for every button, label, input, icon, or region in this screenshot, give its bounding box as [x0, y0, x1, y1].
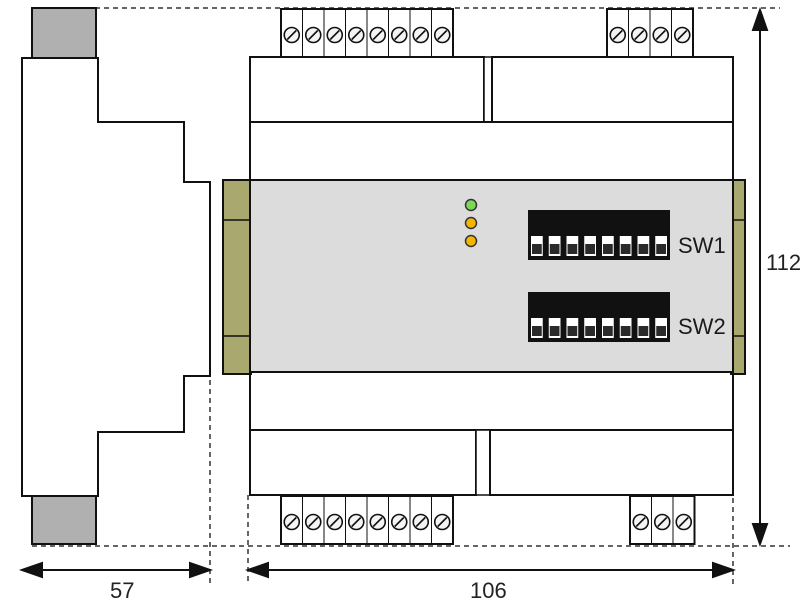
screw-slot [372, 516, 383, 528]
side-housing-profile [21, 57, 211, 497]
screw-slot [351, 516, 362, 528]
screw-slot [308, 516, 319, 528]
dip-switch-1-knob-7 [638, 244, 649, 254]
dip-switch-banks [528, 210, 670, 342]
screw-slot [677, 29, 688, 41]
bottom-left-terminal-block [280, 495, 454, 545]
dip-switch-2-knob-8 [656, 326, 666, 336]
dip-switch-1-knob-3 [567, 244, 578, 254]
screw-slot [329, 516, 340, 528]
bottom-din-clip [31, 495, 97, 545]
top-housing-split [483, 56, 493, 123]
bottom-left-terminal-housing [249, 429, 477, 496]
screw-slot [415, 29, 426, 41]
dip-switch-1-knob-6 [620, 244, 631, 254]
bottom-right-terminal-housing [489, 429, 734, 496]
depth-arrow-right [189, 561, 214, 579]
side-view [21, 7, 211, 545]
screw-slot [612, 29, 623, 41]
screw-slot [655, 29, 666, 41]
screw-slot [394, 516, 405, 528]
left-rail-tab [222, 179, 252, 375]
height-arrow-top [751, 6, 769, 31]
dip-switch-2-knob-4 [585, 326, 595, 336]
width-dimension-label: 106 [470, 578, 507, 600]
screw-slot [351, 29, 362, 41]
status-leds [464, 198, 478, 248]
depth-dimension-label: 57 [110, 578, 134, 600]
status-led-1 [464, 198, 478, 212]
dip-switch-1-knob-1 [532, 244, 542, 254]
top-left-terminal-housing [249, 56, 485, 123]
dip-switch-2-knob-7 [638, 326, 649, 336]
depth-arrow-left [18, 561, 43, 579]
screw-slot [415, 516, 426, 528]
screw-slot [657, 516, 668, 528]
screw-slot [437, 516, 448, 528]
top-right-terminal-housing [491, 56, 734, 123]
terminal-blocks [280, 8, 696, 545]
width-arrow-left [244, 561, 269, 579]
dip-switch-1-knob-2 [549, 244, 560, 254]
screw-slot [437, 29, 448, 41]
dip-switch-2-knob-3 [567, 326, 578, 336]
screw-slot [372, 29, 383, 41]
screw-slot [329, 29, 340, 41]
top-left-terminal-block [280, 8, 454, 58]
bottom-housing-split [475, 429, 491, 496]
dip-switch-1-knob-8 [656, 244, 666, 254]
screw-slot [394, 29, 405, 41]
dip-switch-2-knob-2 [549, 326, 560, 336]
lower-step [249, 371, 734, 431]
upper-step [249, 121, 734, 181]
dip-switch-2-knob-6 [620, 326, 631, 336]
sw2-label: SW2 [678, 314, 726, 339]
front-view: SW1 SW2 [222, 8, 746, 545]
screw-slot [678, 516, 689, 528]
front-panel [249, 179, 734, 373]
dimension-arrows [18, 6, 769, 579]
dip-switch-1-knob-4 [585, 244, 595, 254]
height-dimension-label: 112 [766, 250, 800, 275]
status-led-2 [464, 216, 478, 230]
screw-slot [308, 29, 319, 41]
dip-switch-2-knob-5 [603, 326, 613, 336]
screw-slot [634, 29, 645, 41]
height-arrow-bottom [751, 523, 769, 548]
bottom-right-terminal-block [629, 495, 696, 545]
dip-switch-2-knob-1 [532, 326, 542, 336]
top-din-clip [31, 7, 97, 59]
top-right-terminal-block [606, 8, 694, 58]
dip-switch-1-knob-5 [603, 244, 613, 254]
screw-slot [286, 29, 297, 41]
screw-slot [635, 516, 646, 528]
screw-slot [286, 516, 297, 528]
status-led-3 [464, 234, 478, 248]
sw1-label: SW1 [678, 233, 726, 258]
width-arrow-right [712, 561, 737, 579]
